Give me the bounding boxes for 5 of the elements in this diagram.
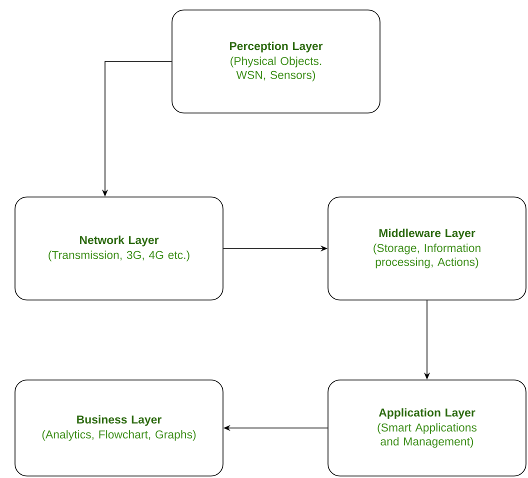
layer-box: Perception Layer (Physical Objects. WSN, Sensors): [172, 10, 380, 114]
layer-box: Middleware Layer (Storage, Information processing, Actions): [328, 196, 526, 300]
layer-box: Business Layer (Analytics, Flowchart, Graphs): [14, 380, 224, 476]
layer-box: Network Layer (Transmission, 3G, 4G etc.): [14, 196, 224, 300]
layer-box: Application Layer (Smart Applications and Management): [328, 380, 526, 476]
